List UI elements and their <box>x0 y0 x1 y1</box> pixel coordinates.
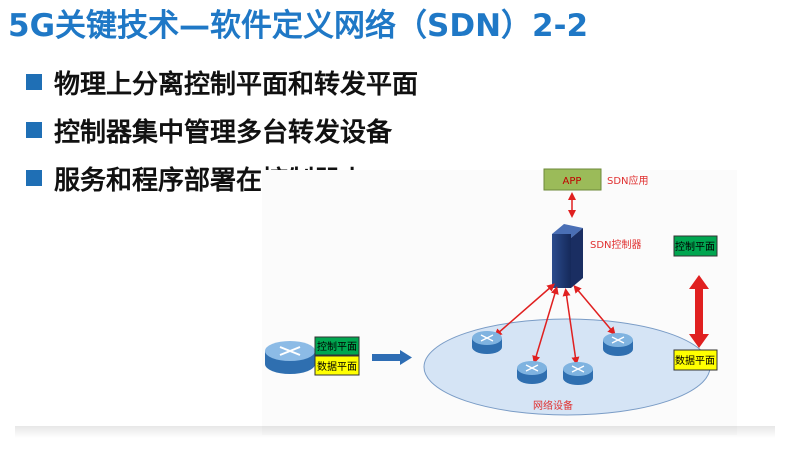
right-arrow-icon <box>372 350 412 365</box>
slide-title: 5G关键技术—软件定义网络（SDN）2-2 <box>8 8 589 44</box>
bottom-shadow <box>15 426 775 438</box>
router-icon <box>265 341 315 374</box>
bullet-square-icon <box>26 122 42 138</box>
data-plane-box <box>673 349 718 371</box>
network-caption: 网络设备 <box>533 399 573 412</box>
double-arrow-icon <box>689 275 709 348</box>
router-control-plane-label: 控制平面 <box>317 340 357 353</box>
bullet-square-icon <box>26 170 42 186</box>
bullet-square-icon <box>26 74 42 90</box>
router-icon <box>603 333 633 356</box>
router-icon <box>563 362 593 385</box>
bullet-text: 控制器集中管理多台转发设备 <box>54 118 393 148</box>
router-icon <box>472 331 502 354</box>
controller-caption: SDN控制器 <box>590 238 642 251</box>
control-plane-label: 控制平面 <box>675 240 715 253</box>
data-plane-label: 数据平面 <box>675 354 715 367</box>
controller-router-arrow <box>532 286 559 364</box>
server-icon <box>552 224 583 288</box>
router-control-plane-box <box>314 336 360 356</box>
control-plane-box <box>673 235 718 257</box>
app-box <box>543 168 602 191</box>
router-icon <box>517 361 547 384</box>
router-data-plane-box <box>314 355 360 376</box>
app-caption: SDN应用 <box>607 174 649 187</box>
controller-router-arrow <box>573 284 616 336</box>
bullet-text: 物理上分离控制平面和转发平面 <box>54 70 419 100</box>
app-box-label: APP <box>563 176 582 187</box>
controller-router-arrow <box>562 288 580 365</box>
router-data-plane-label: 数据平面 <box>317 360 357 373</box>
